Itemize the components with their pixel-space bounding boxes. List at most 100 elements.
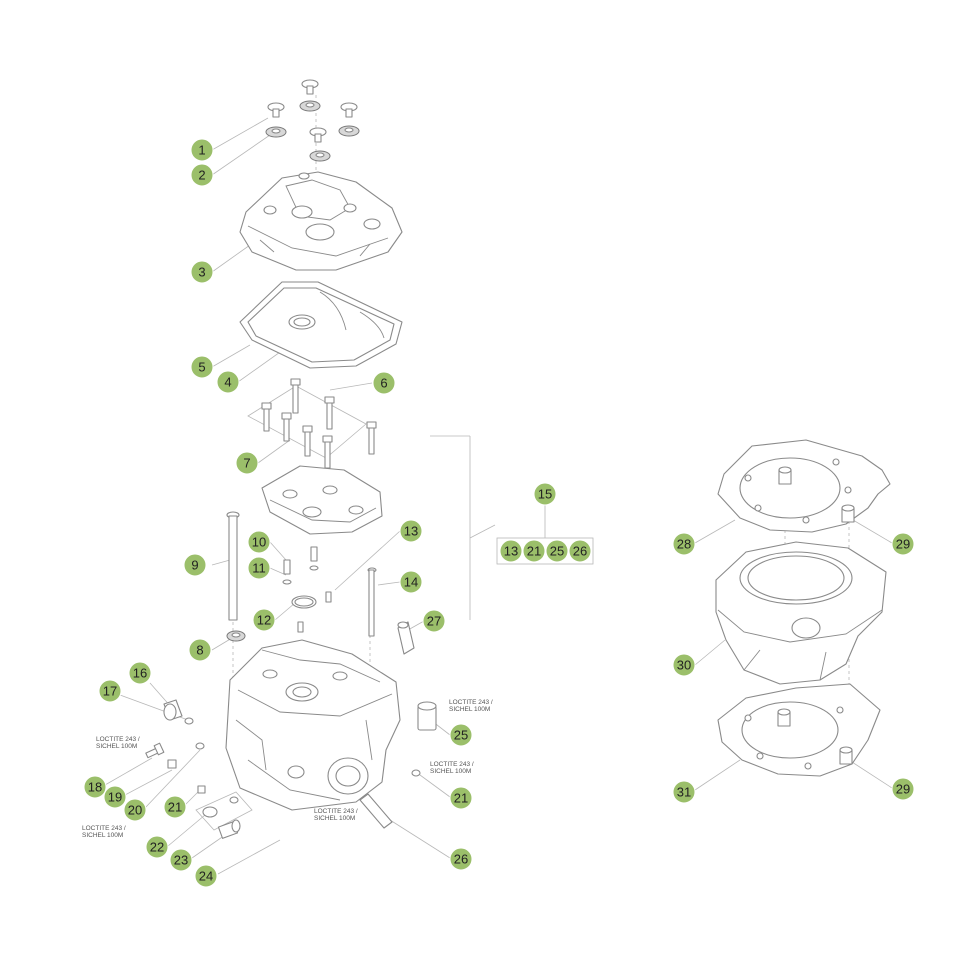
loctite-note-line2: SICHEL 100M	[430, 768, 471, 775]
svg-text:11: 11	[252, 561, 266, 576]
valve-small-parts	[282, 546, 332, 633]
loctite-note-left-lower: LOCTITE 243 / SICHEL 100M	[82, 825, 126, 839]
cylinder	[715, 541, 887, 685]
svg-text:18: 18	[88, 780, 102, 795]
svg-text:3: 3	[198, 265, 205, 280]
svg-text:13: 13	[504, 544, 518, 559]
badge-23[interactable]: 23	[169, 848, 193, 872]
badge-13[interactable]: 13	[399, 519, 423, 543]
svg-text:20: 20	[128, 803, 142, 818]
dowel-bottom	[839, 746, 853, 765]
loctite-note-line2: SICHEL 100M	[82, 832, 123, 839]
loctite-note-line1: LOCTITE 243 /	[96, 736, 140, 743]
badge-16[interactable]: 16	[128, 661, 152, 685]
badge-15[interactable]: 15	[533, 482, 557, 506]
badge-27[interactable]: 27	[422, 609, 446, 633]
loctite-note-line1: LOCTITE 243 /	[449, 699, 493, 706]
badge-29-bottom[interactable]: 29	[891, 777, 915, 801]
badge-20[interactable]: 20	[123, 798, 147, 822]
loctite-note-line1: LOCTITE 243 /	[82, 825, 126, 832]
badge-12[interactable]: 12	[252, 608, 276, 632]
svg-text:31: 31	[677, 785, 691, 800]
svg-text:14: 14	[404, 575, 418, 590]
badge-kit-25[interactable]: 25	[545, 539, 569, 563]
badge-30[interactable]: 30	[672, 653, 696, 677]
loctite-note-left-upper: LOCTITE 243 / SICHEL 100M	[96, 736, 140, 750]
long-stud	[226, 511, 246, 642]
badge-kit-26[interactable]: 26	[568, 539, 592, 563]
svg-text:25: 25	[454, 728, 468, 743]
part-number-badges: 1 2 3 5 4 6 7 15 13 21 25 26 13 10 9 11 …	[83, 138, 915, 888]
svg-text:27: 27	[427, 614, 441, 629]
badge-3[interactable]: 3	[190, 260, 214, 284]
badge-25[interactable]: 25	[449, 723, 473, 747]
badge-7[interactable]: 7	[235, 451, 259, 475]
loctite-note-line1: LOCTITE 243 /	[430, 761, 474, 768]
svg-text:29: 29	[896, 782, 910, 797]
badge-1[interactable]: 1	[190, 138, 214, 162]
badge-26[interactable]: 26	[449, 847, 473, 871]
svg-text:2: 2	[198, 168, 205, 183]
svg-text:26: 26	[454, 852, 468, 867]
svg-text:28: 28	[677, 537, 691, 552]
svg-text:21: 21	[527, 544, 541, 559]
loctite-note-line2: SICHEL 100M	[314, 815, 355, 822]
badge-2[interactable]: 2	[190, 163, 214, 187]
cylinder-head-gasket	[717, 439, 891, 533]
badge-8[interactable]: 8	[188, 638, 212, 662]
svg-text:23: 23	[174, 853, 188, 868]
svg-text:4: 4	[224, 375, 231, 390]
valve-cover	[239, 171, 403, 271]
svg-text:29: 29	[896, 537, 910, 552]
badge-18[interactable]: 18	[83, 775, 107, 799]
badge-21-left[interactable]: 21	[163, 795, 187, 819]
loctite-note-center: LOCTITE 243 / SICHEL 100M	[314, 808, 358, 822]
svg-text:9: 9	[191, 558, 198, 573]
svg-text:22: 22	[150, 840, 164, 855]
badge-kit-13[interactable]: 13	[499, 539, 523, 563]
svg-text:5: 5	[198, 360, 205, 375]
svg-text:13: 13	[404, 524, 418, 539]
loctite-note-line2: SICHEL 100M	[449, 706, 490, 713]
badge-9[interactable]: 9	[183, 553, 207, 577]
svg-text:26: 26	[573, 544, 587, 559]
guide-pin	[367, 567, 377, 637]
badge-19[interactable]: 19	[103, 785, 127, 809]
dowel-top	[841, 504, 855, 523]
loctite-note-line2: SICHEL 100M	[96, 743, 137, 750]
badge-22[interactable]: 22	[145, 835, 169, 859]
right-fittings	[359, 701, 437, 829]
badge-6[interactable]: 6	[372, 371, 396, 395]
badge-10[interactable]: 10	[247, 530, 271, 554]
badge-31[interactable]: 31	[672, 780, 696, 804]
svg-text:1: 1	[198, 143, 205, 158]
svg-text:15: 15	[538, 487, 552, 502]
cylinder-head	[225, 639, 401, 811]
badge-21-right[interactable]: 21	[449, 786, 473, 810]
svg-text:21: 21	[454, 791, 468, 806]
badge-24[interactable]: 24	[194, 864, 218, 888]
svg-text:10: 10	[252, 535, 266, 550]
camshaft-bridge	[261, 465, 383, 535]
badge-5[interactable]: 5	[190, 355, 214, 379]
svg-text:19: 19	[108, 790, 122, 805]
badge-29-top[interactable]: 29	[891, 532, 915, 556]
svg-text:8: 8	[196, 643, 203, 658]
svg-text:16: 16	[133, 666, 147, 681]
badge-17[interactable]: 17	[98, 679, 122, 703]
badge-4[interactable]: 4	[216, 370, 240, 394]
badge-14[interactable]: 14	[399, 570, 423, 594]
svg-text:6: 6	[380, 376, 387, 391]
badge-28[interactable]: 28	[672, 532, 696, 556]
badge-11[interactable]: 11	[247, 556, 271, 580]
loctite-note-right-upper: LOCTITE 243 / SICHEL 100M	[449, 699, 493, 713]
svg-text:21: 21	[168, 800, 182, 815]
camshaft-bolts	[247, 378, 377, 469]
valve-cover-screws	[265, 79, 360, 162]
badge-kit-21[interactable]: 21	[522, 539, 546, 563]
svg-text:17: 17	[103, 684, 117, 699]
svg-text:24: 24	[199, 869, 213, 884]
side-fittings	[145, 699, 253, 839]
svg-text:30: 30	[677, 658, 691, 673]
